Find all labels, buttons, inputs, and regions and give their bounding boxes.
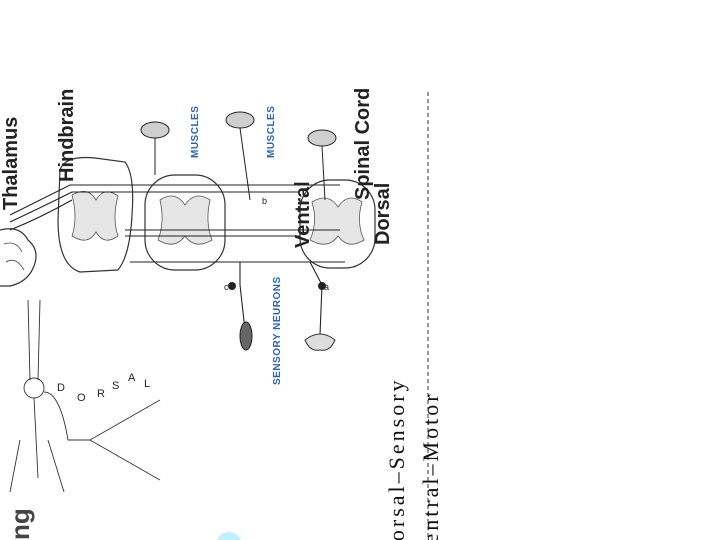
muscle-2 — [225, 111, 255, 129]
grey-matter-hindbrain — [71, 191, 119, 241]
brain-folds — [3, 242, 25, 271]
figure-arm-upper — [27, 299, 41, 381]
accent-shape — [216, 532, 242, 540]
motor-axons — [154, 127, 326, 201]
sensory-pathways — [130, 261, 323, 336]
marker-a: a — [324, 282, 330, 292]
dorsal-letter-o: O — [77, 392, 86, 404]
marker-c: c — [224, 282, 229, 292]
sensory-ganglion-1 — [228, 282, 236, 290]
dorsal-letter-d: D — [57, 382, 65, 394]
skin-receptor-1 — [239, 321, 253, 351]
skin-receptor-2 — [304, 333, 336, 351]
grey-matter-2 — [309, 197, 365, 245]
grey-matter-1 — [157, 195, 213, 245]
muscle-3 — [307, 129, 337, 147]
label-muscles-2: MUSCLES — [266, 105, 277, 158]
dorsal-letter-s: S — [112, 380, 120, 392]
label-dorsal: Dorsal — [372, 182, 394, 245]
figure-legs — [9, 439, 65, 493]
muscle-1 — [140, 121, 170, 139]
figure-body — [33, 391, 90, 479]
figure-limbs — [89, 399, 161, 481]
marker-b: b — [262, 196, 268, 206]
dorsal-letter-r: R — [97, 388, 105, 400]
dorsal-letter-l: L — [144, 378, 151, 390]
cut-text-ng: ng — [5, 508, 35, 540]
label-muscles-1: MUSCLES — [190, 105, 201, 158]
label-ventral: Ventral — [292, 181, 314, 248]
label-hindbrain: Hindbrain — [56, 88, 78, 182]
dorsal-letter-a: A — [128, 372, 136, 384]
muscle-group — [140, 111, 337, 147]
label-sensory-neurons: SENSORY NEURONS — [272, 276, 283, 385]
spinal-segment-2 — [299, 179, 376, 269]
brain-outline — [0, 228, 37, 287]
legend-ventral-motor: Ventral–Motor — [418, 391, 443, 540]
figure-head — [23, 377, 45, 399]
hindbrain-segment — [57, 156, 134, 273]
legend-dorsal-sensory: Dorsal–Sensory — [384, 377, 409, 540]
spinal-segment-1 — [144, 174, 226, 271]
sensory-ganglion-2 — [318, 282, 326, 290]
label-thalamus: Thalamus — [0, 116, 22, 210]
human-figure — [9, 299, 161, 493]
